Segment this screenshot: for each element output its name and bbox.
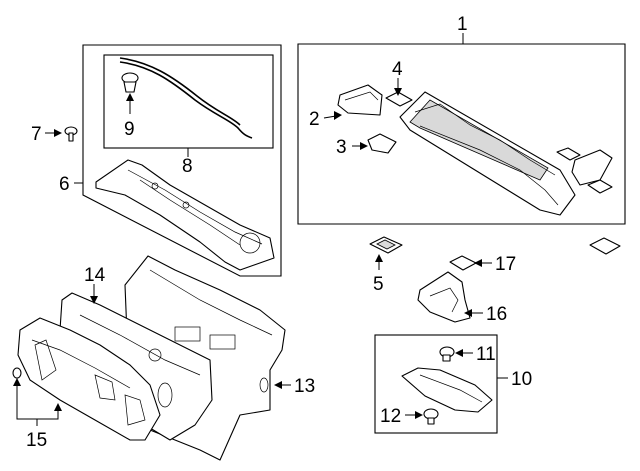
callout-11: 11	[476, 344, 496, 365]
pad-part-5	[369, 236, 403, 254]
callout-4: 4	[392, 59, 403, 80]
callout-3: 3	[336, 137, 347, 158]
arrow-15a	[13, 378, 21, 386]
callout-12: 12	[380, 406, 401, 427]
callout-16: 16	[486, 304, 507, 325]
callout-8: 8	[182, 156, 193, 177]
arrow-15b	[54, 403, 62, 411]
duct-part-10	[401, 367, 493, 413]
callout-7: 7	[31, 124, 42, 145]
arrow-7	[54, 129, 62, 137]
arrow-17	[474, 259, 482, 267]
arrow-3	[360, 142, 368, 150]
clip-part-11	[439, 346, 455, 362]
callout-10: 10	[511, 369, 532, 390]
callout-1: 1	[457, 14, 468, 35]
group-box-10	[374, 334, 498, 434]
callout-9: 9	[124, 119, 135, 140]
callout-13: 13	[294, 376, 315, 397]
callout-2: 2	[309, 109, 320, 130]
callout-6: 6	[59, 174, 70, 195]
arrow-11	[455, 349, 463, 357]
arrow-16	[464, 309, 472, 317]
washer-hose-part	[119, 57, 253, 139]
arrow-2	[334, 111, 342, 120]
arrow-13	[274, 381, 282, 389]
silencer-part-15	[12, 317, 161, 441]
bracket-part-16	[417, 271, 471, 323]
cowl-top-part	[95, 159, 275, 271]
callout-17: 17	[495, 254, 516, 275]
pad-part-17	[449, 255, 477, 271]
cowl-panel-part	[337, 84, 613, 216]
arrow-5	[375, 254, 383, 262]
callout-15: 15	[26, 430, 47, 451]
callout-5: 5	[373, 274, 384, 295]
pad-right	[589, 237, 621, 255]
clip-part-12	[423, 408, 439, 425]
arrow-14	[90, 296, 98, 304]
clip-part-7	[64, 126, 78, 142]
arrow-12	[415, 411, 423, 419]
group-box-1	[297, 43, 626, 225]
arrow-4	[394, 88, 402, 96]
arrow-9	[126, 93, 134, 101]
group-box-6	[82, 44, 282, 277]
nozzle-part-9	[121, 72, 139, 93]
callout-14: 14	[84, 265, 106, 286]
